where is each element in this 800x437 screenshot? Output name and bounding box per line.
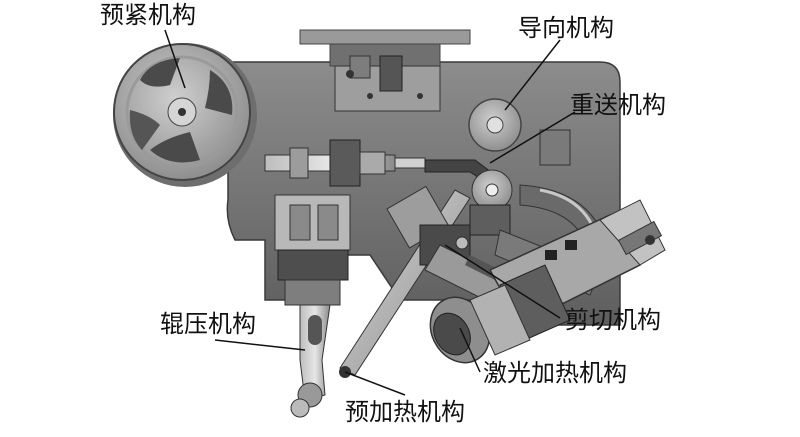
label-preheat: 预加热机构 (345, 398, 465, 426)
leader-preheat (344, 371, 406, 396)
top-block (334, 55, 441, 112)
preload-reel (113, 43, 257, 187)
leader-shear (444, 244, 561, 319)
leader-guide (504, 39, 561, 111)
label-shear: 剪切机构 (565, 306, 661, 334)
feed-roller (469, 169, 513, 236)
leader-preload (164, 29, 186, 89)
label-roller: 辊压机构 (160, 310, 256, 338)
leader-reel-feed (489, 111, 576, 164)
label-preload: 预紧机构 (100, 1, 196, 29)
guide-wheel (468, 98, 571, 166)
label-guide: 导向机构 (518, 14, 614, 42)
shaft-assembly (264, 139, 496, 187)
label-reel-feed: 重送机构 (570, 91, 666, 119)
label-laser: 激光加热机构 (483, 359, 627, 387)
leader-lines (164, 29, 576, 396)
leader-roller (214, 339, 306, 351)
roller-press-block (274, 194, 351, 418)
leader-laser (459, 327, 481, 373)
